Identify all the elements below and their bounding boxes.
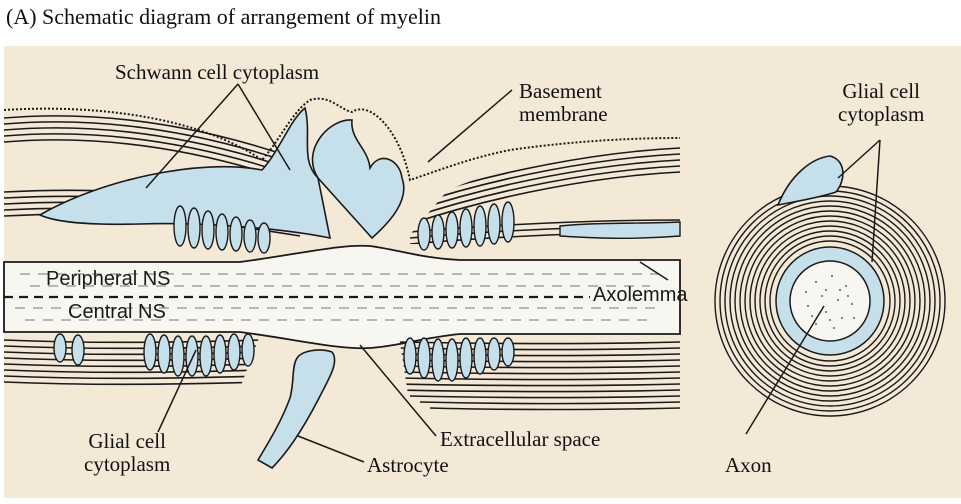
label-peripheral-ns: Peripheral NS — [46, 268, 171, 291]
label-basement-membrane: Basement membrane — [519, 80, 608, 126]
figure-title: (A) Schematic diagram of arrangement of … — [6, 4, 441, 30]
label-basement-line1: Basement — [519, 80, 608, 103]
label-central-ns: Central NS — [68, 301, 166, 324]
schwann-cytoplasm-right — [560, 222, 680, 238]
label-astrocyte: Astrocyte — [367, 454, 449, 477]
label-glial-right-line2: cytoplasm — [838, 103, 924, 126]
label-axon: Axon — [725, 454, 772, 477]
label-glial-cell-cytoplasm-right: Glial cell cytoplasm — [838, 80, 924, 126]
label-glial-left-line1: Glial cell — [84, 430, 170, 453]
label-glial-cell-cytoplasm-left: Glial cell cytoplasm — [84, 430, 170, 476]
label-glial-right-line1: Glial cell — [838, 80, 924, 103]
label-glial-left-line2: cytoplasm — [84, 453, 170, 476]
label-schwann-cell-cytoplasm: Schwann cell cytoplasm — [115, 61, 319, 84]
label-extracellular-space: Extracellular space — [440, 428, 600, 451]
label-axolemma: Axolemma — [593, 284, 687, 307]
axon-cross-section — [790, 261, 870, 341]
label-basement-line2: membrane — [519, 103, 608, 126]
